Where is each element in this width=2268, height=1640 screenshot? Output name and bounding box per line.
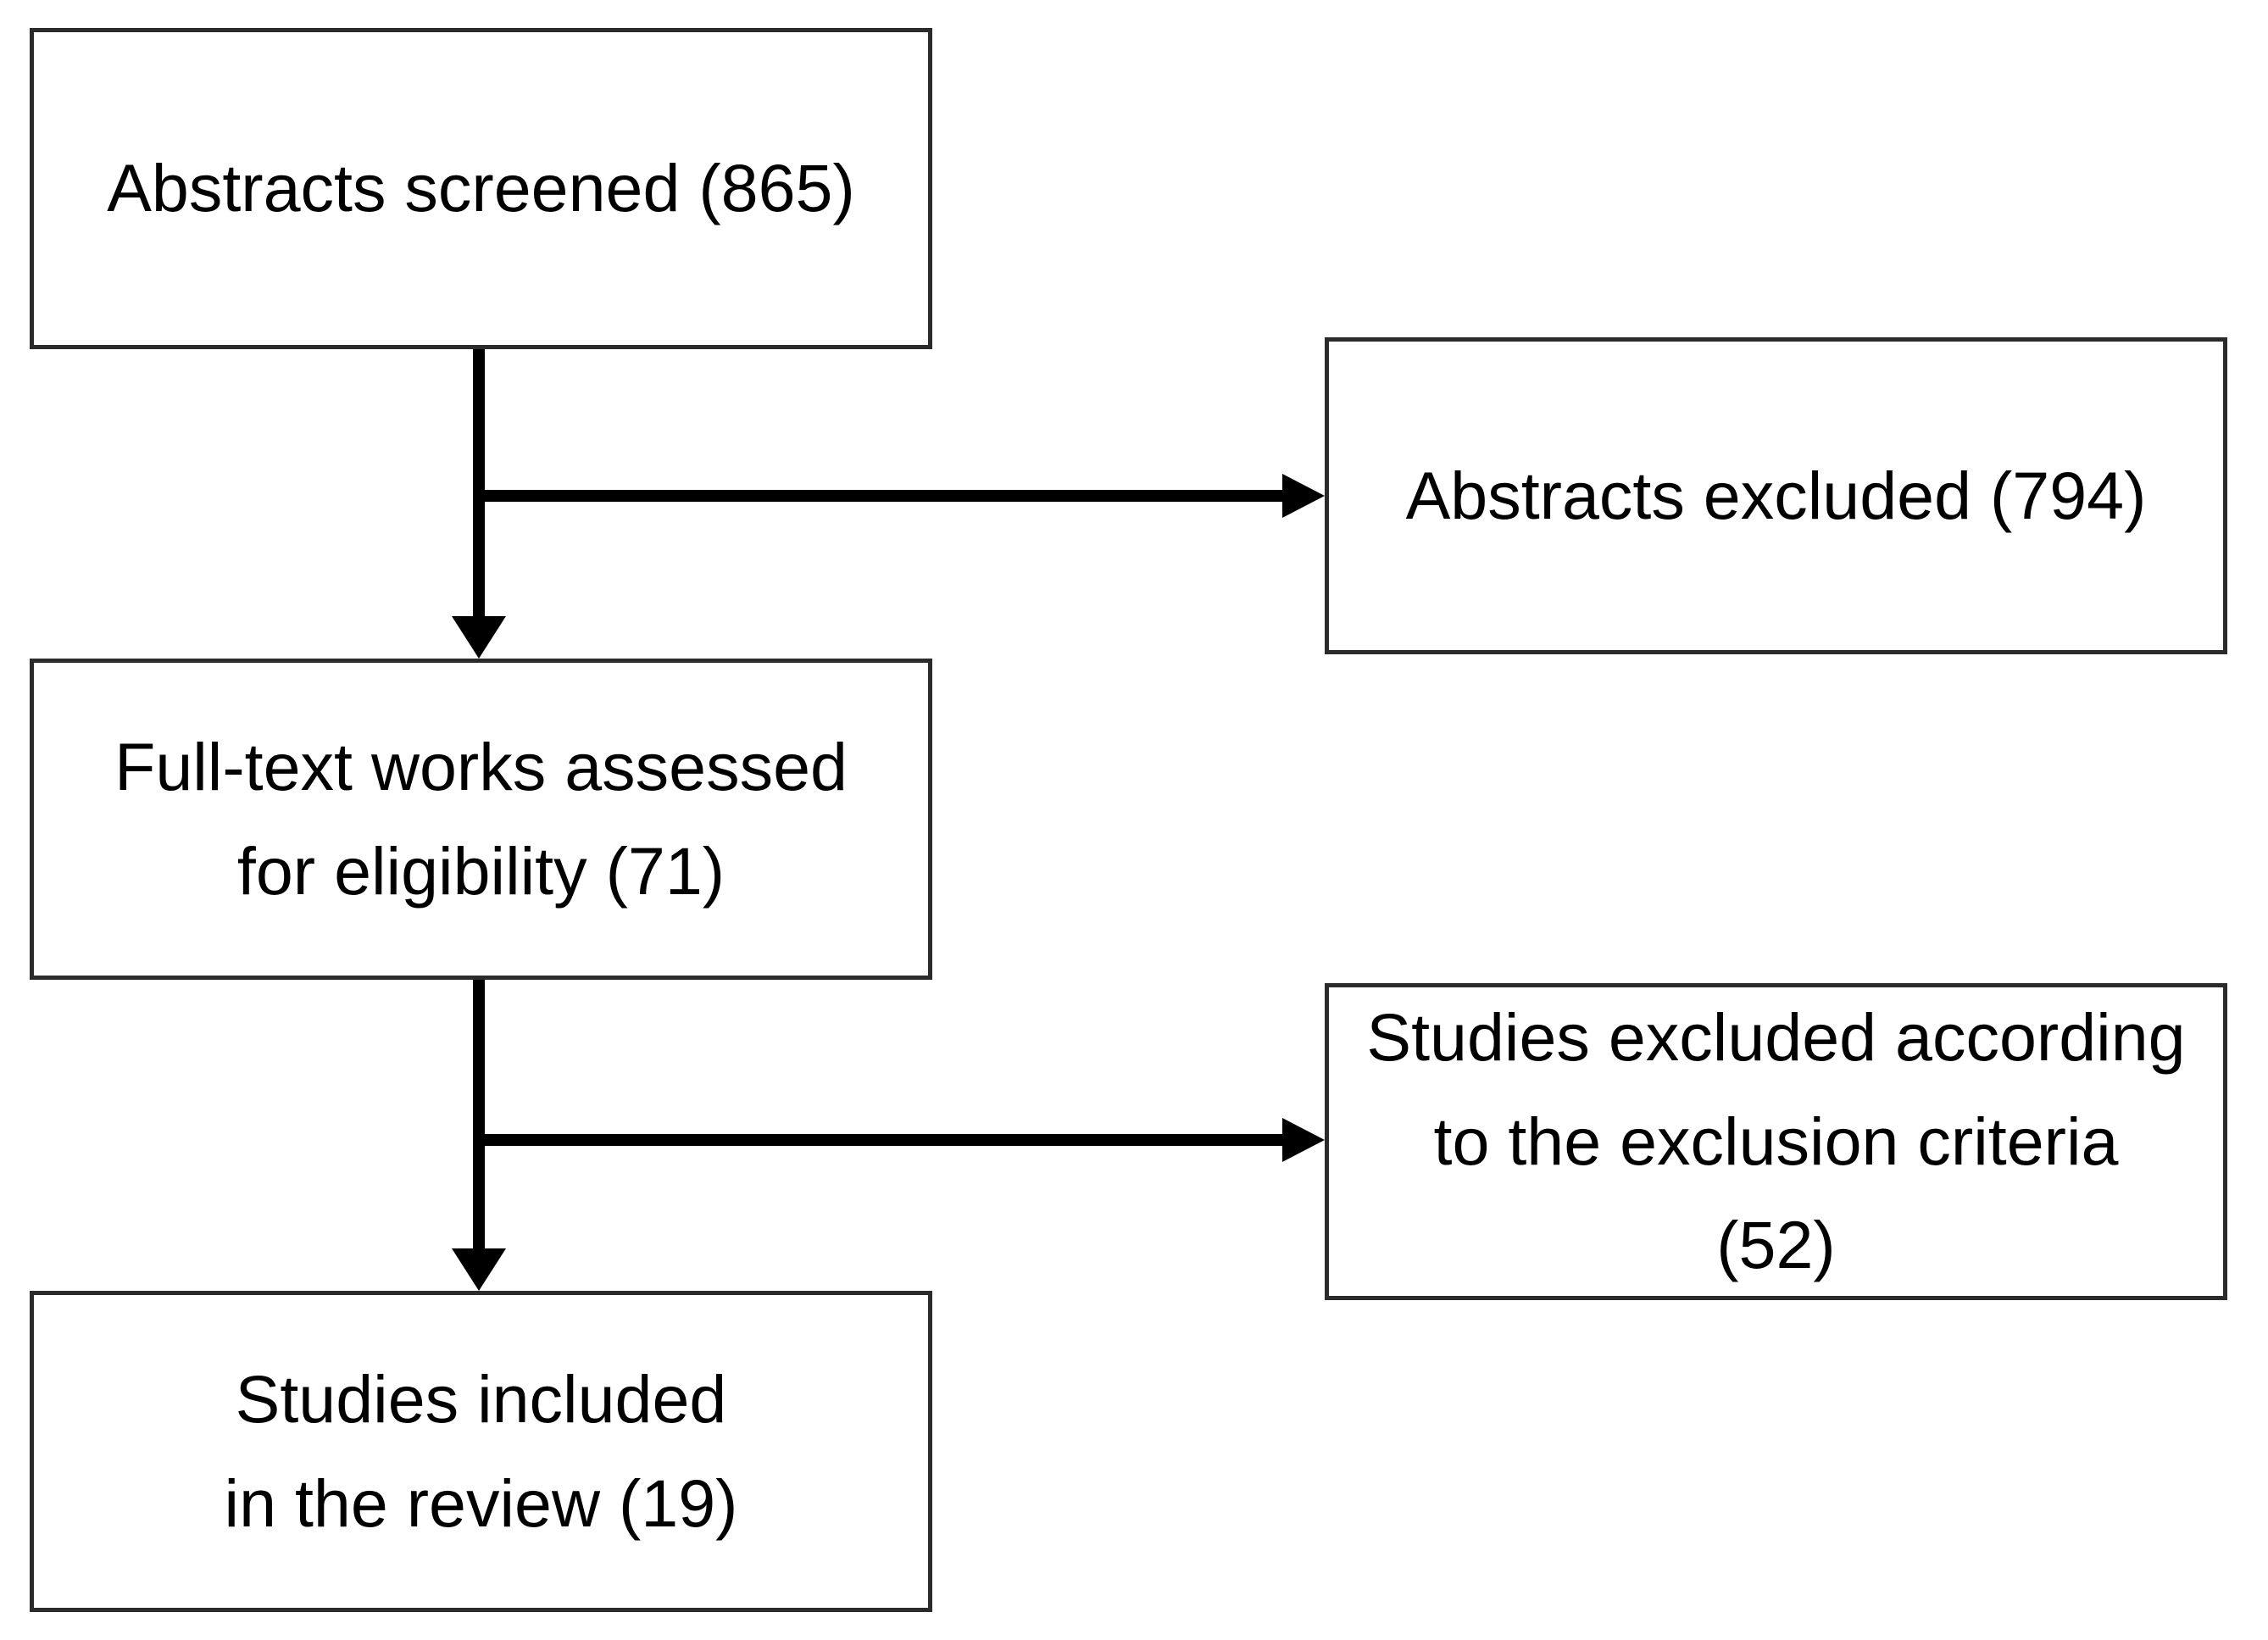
- node-studies-included: Studies included in the review (19): [30, 1291, 932, 1612]
- connector-screened-to-excluded: [473, 490, 1282, 502]
- connector-fulltext-to-excluded: [473, 1134, 1282, 1146]
- node-abstracts-screened: Abstracts screened (865): [30, 28, 932, 349]
- connector-screened-to-fulltext: [473, 349, 485, 616]
- node-fulltext-assessed: Full-text works assessed for eligibility…: [30, 659, 932, 980]
- arrowhead-down-icon: [452, 616, 506, 659]
- node-abstracts-screened-label: Abstracts screened (865): [107, 150, 855, 226]
- node-abstracts-excluded: Abstracts excluded (794): [1325, 337, 2227, 654]
- arrowhead-down-icon: [452, 1248, 506, 1291]
- node-studies-included-label: Studies included in the review (19): [224, 1361, 738, 1541]
- arrowhead-right-icon: [1282, 474, 1325, 518]
- node-studies-excluded-label: Studies excluded according to the exclus…: [1366, 999, 2186, 1283]
- node-fulltext-assessed-label: Full-text works assessed for eligibility…: [114, 729, 848, 909]
- arrowhead-right-icon: [1282, 1118, 1325, 1162]
- connector-fulltext-to-included: [473, 980, 485, 1248]
- node-studies-excluded: Studies excluded according to the exclus…: [1325, 983, 2227, 1300]
- node-abstracts-excluded-label: Abstracts excluded (794): [1405, 457, 2147, 533]
